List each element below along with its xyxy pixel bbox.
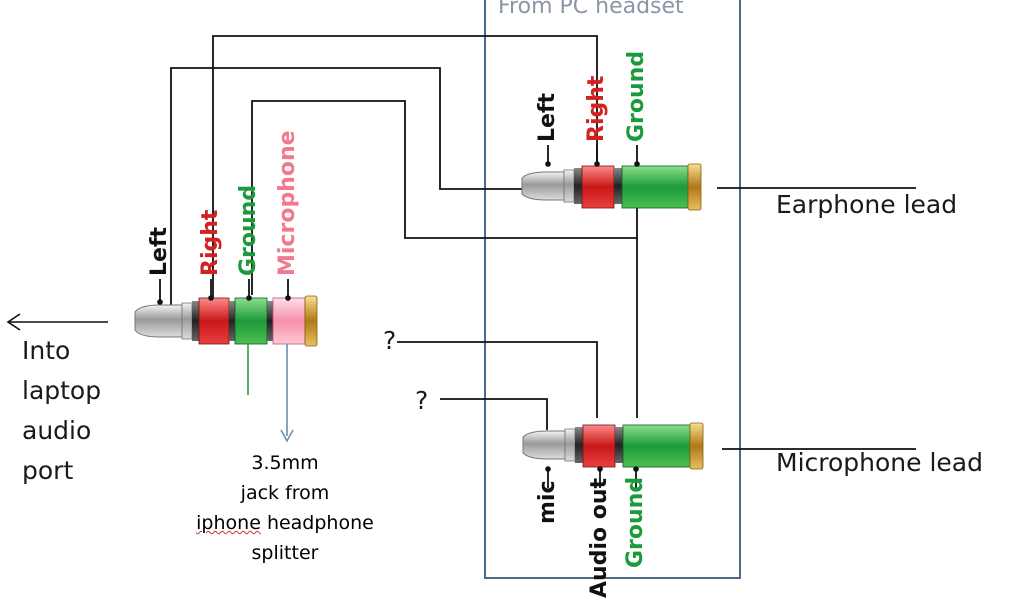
microphone-trs-plug (522, 422, 704, 488)
jack-caption-line-3: iphone headphone (170, 508, 400, 538)
into-laptop-line-2: laptop (22, 376, 102, 405)
left-trrs-plug (134, 279, 318, 443)
left-plug-label-right: Right (198, 209, 223, 276)
wire-ground (251, 100, 638, 295)
wire-left (170, 67, 540, 305)
microphone-lead-label: Microphone lead (776, 448, 983, 477)
left-plug-label-microphone: Microphone (275, 130, 300, 276)
jack-caption-iphone: iphone (196, 512, 261, 534)
mic-plug-label-mic: mic (535, 480, 560, 524)
jack-caption-line-1: 3.5mm (251, 452, 319, 474)
jack-caption: 3.5mm jack from iphone headphone splitte… (170, 448, 400, 568)
left-plug-label-left: Left (147, 226, 172, 276)
jack-caption-line-2: jack from (240, 482, 330, 504)
earphone-plug-label-left: Left (535, 92, 560, 142)
left-plug-label-ground: Ground (236, 184, 261, 276)
jack-caption-line-4: splitter (251, 542, 319, 564)
earphone-trs-plug (521, 145, 702, 211)
unknown-label-bottom: ? (415, 386, 429, 415)
into-laptop-line-3: audio (22, 416, 92, 445)
pc-headset-title: From PC headset (498, 0, 684, 19)
wire-unknown-top (397, 341, 598, 418)
mic-plug-label-audio-out: Audio out (587, 477, 612, 598)
earphone-plug-label-right: Right (584, 75, 609, 142)
wires (170, 35, 916, 450)
jack-caption-headphone: headphone (266, 512, 374, 534)
into-laptop-line-4: port (22, 456, 74, 485)
into-laptop-arrow (6, 313, 108, 331)
unknown-label-top: ? (383, 326, 397, 355)
wire-unknown-bottom (440, 398, 548, 430)
earphone-plug-label-ground: Ground (624, 50, 649, 142)
pc-headset-box (484, 0, 741, 579)
earphone-lead-label: Earphone lead (776, 190, 958, 219)
into-laptop-line-1: Into (22, 336, 71, 365)
wire-right (212, 35, 598, 305)
mic-plug-label-ground: Ground (623, 476, 648, 568)
